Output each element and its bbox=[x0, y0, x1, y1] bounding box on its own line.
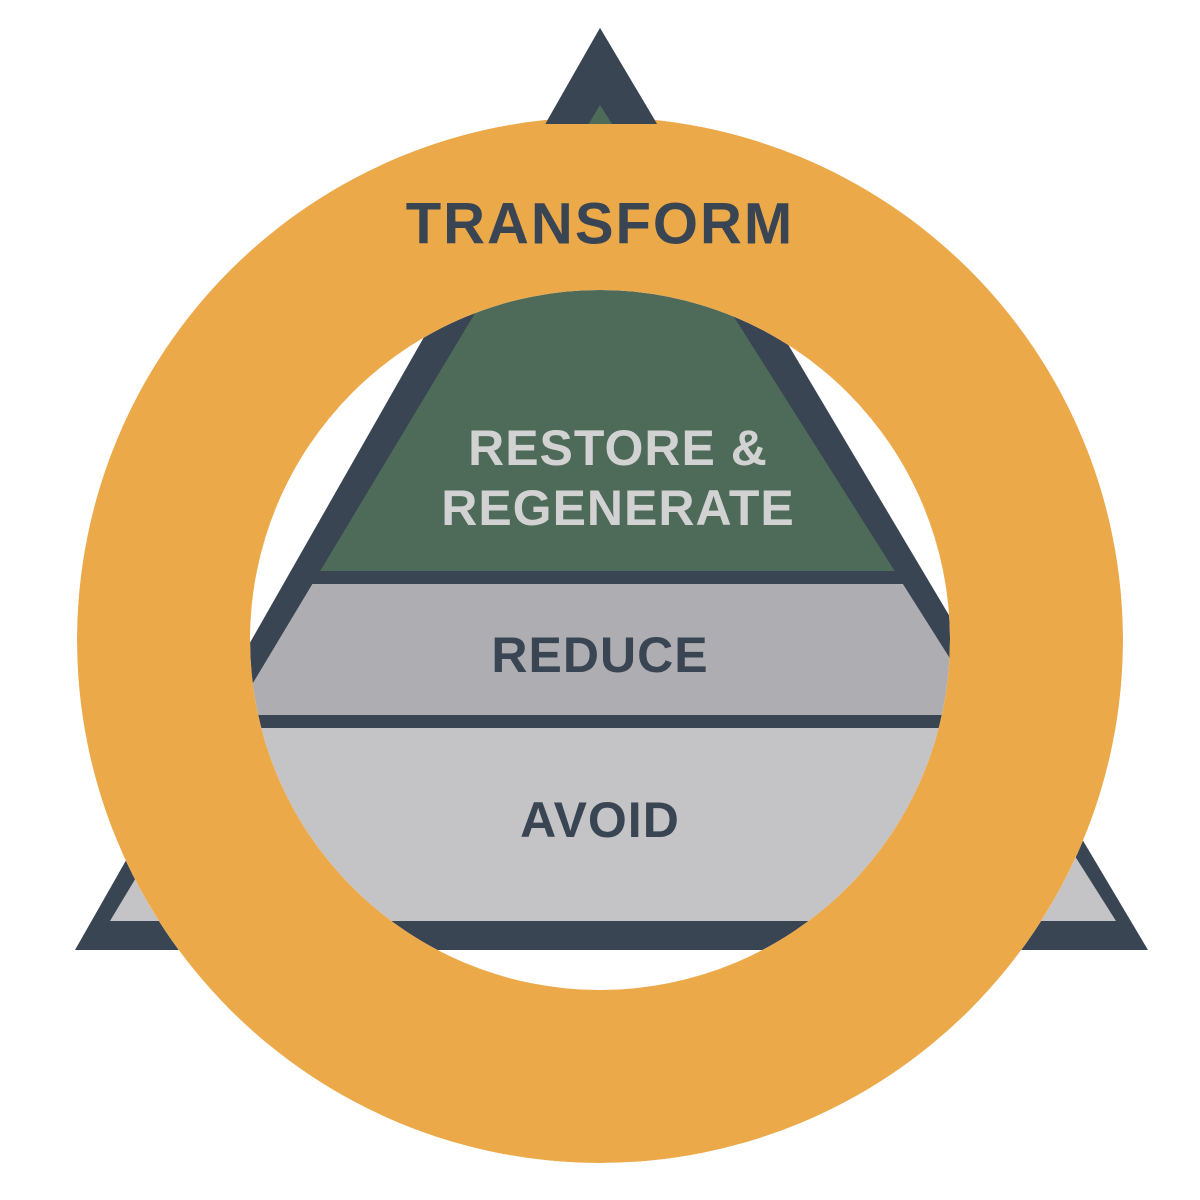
transform-ring-group bbox=[77, 117, 1123, 1163]
restore-regenerate-label-line2: REGENERATE bbox=[441, 480, 795, 536]
avoid-label: AVOID bbox=[520, 792, 680, 848]
restore-regenerate-label-line1: RESTORE & bbox=[468, 420, 768, 476]
transform-ring-label: TRANSFORM bbox=[406, 191, 795, 256]
reduce-label: REDUCE bbox=[491, 627, 708, 683]
transform-ring bbox=[77, 117, 1123, 1163]
